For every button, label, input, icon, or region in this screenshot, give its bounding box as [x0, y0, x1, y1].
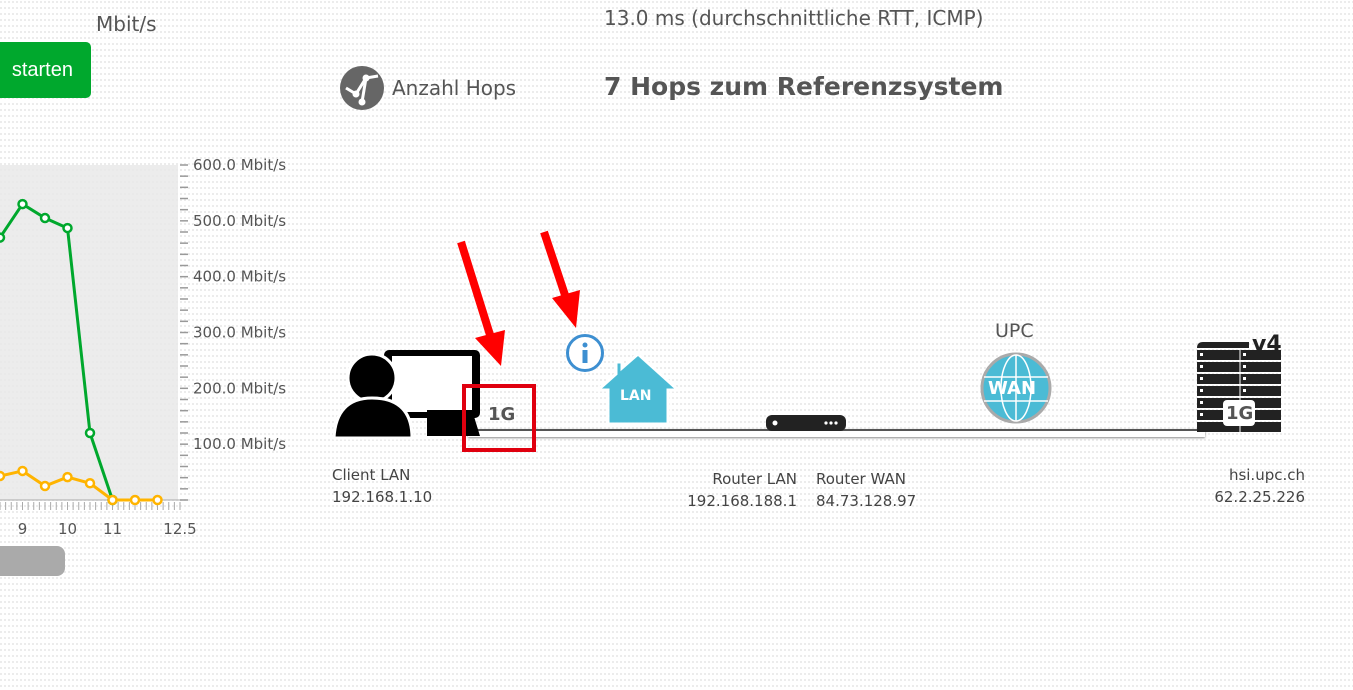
download-data-point [0, 232, 6, 243]
y-tick-label: 200.0 Mbit/s [193, 379, 286, 397]
y-tick-label: 600.0 Mbit/s [193, 156, 286, 174]
client-node-label: Client LAN 192.168.1.10 [332, 464, 432, 508]
client-speed-badge: 1G [488, 404, 516, 425]
hops-label: Anzahl Hops [392, 76, 517, 100]
y-tick-label: 400.0 Mbit/s [193, 268, 286, 286]
router-wan-ip: 84.73.128.97 [816, 492, 917, 510]
upload-data-point [129, 494, 141, 506]
client-computer-icon [332, 350, 480, 440]
hops-value: 7 Hops zum Referenzsystem [604, 72, 1004, 101]
y-tick-label: 500.0 Mbit/s [193, 212, 286, 230]
x-tick-label: 12.5 [163, 520, 196, 538]
client-name: Client LAN [332, 466, 411, 484]
upload-data-point [107, 494, 118, 506]
chart-scrollbar[interactable] [0, 546, 65, 576]
router-wan-name: Router WAN [816, 470, 906, 488]
client-ip: 192.168.1.10 [332, 488, 433, 506]
download-series-line [0, 202, 114, 501]
rtt-value: 13.0 ms (durchschnittliche RTT, ICMP) [604, 6, 984, 30]
wan-label: WAN [988, 378, 1037, 399]
server-speed-badge: 1G [1226, 403, 1254, 424]
server-icon: v4 1G [1197, 332, 1285, 440]
upload-data-point [152, 494, 163, 506]
router-lan-name: Router LAN [712, 470, 797, 488]
hops-icon [340, 66, 384, 110]
unit-label: Mbit/s [96, 12, 157, 36]
red-arrow-icon [540, 230, 580, 328]
server-ip: 62.2.25.226 [1214, 488, 1305, 506]
upload-data-point [84, 478, 96, 489]
router-lan-node-label: Router LAN 192.168.188.1 [687, 468, 797, 512]
server-name: hsi.upc.ch [1228, 466, 1305, 484]
lan-label: LAN [620, 388, 652, 404]
router-wan-node-label: Router WAN 84.73.128.97 [816, 468, 916, 512]
server-node-label: hsi.upc.ch 62.2.25.226 [1214, 464, 1305, 508]
info-icon[interactable] [565, 333, 605, 373]
y-tick-label: 100.0 Mbit/s [193, 435, 286, 453]
wan-globe-icon: WAN [980, 352, 1052, 424]
highlight-box [462, 384, 536, 452]
start-test-button[interactable]: starten [0, 42, 91, 98]
ip-version-label: v4 [1252, 332, 1282, 357]
download-data-point [17, 198, 28, 210]
download-data-point [62, 222, 73, 234]
x-tick-label: 10 [58, 520, 77, 538]
router-lan-ip: 192.168.188.1 [687, 492, 797, 510]
lan-house-icon: LAN [596, 352, 680, 427]
download-data-point [84, 427, 96, 439]
plot-area [0, 165, 178, 500]
y-tick-label: 300.0 Mbit/s [193, 324, 286, 342]
router-icon [766, 415, 846, 431]
x-tick-label: 11 [103, 520, 122, 538]
upload-data-point [39, 480, 51, 492]
upload-data-point [0, 470, 6, 482]
x-tick-label: 9 [18, 520, 28, 538]
upload-data-point [62, 471, 73, 483]
download-data-point [39, 212, 51, 224]
red-arrow-icon [457, 240, 505, 366]
isp-label: UPC [995, 320, 1034, 342]
throughput-chart: 600.0 Mbit/s 500.0 Mbit/s 400.0 Mbit/s 300.… [0, 156, 286, 576]
upload-data-point [17, 465, 28, 477]
